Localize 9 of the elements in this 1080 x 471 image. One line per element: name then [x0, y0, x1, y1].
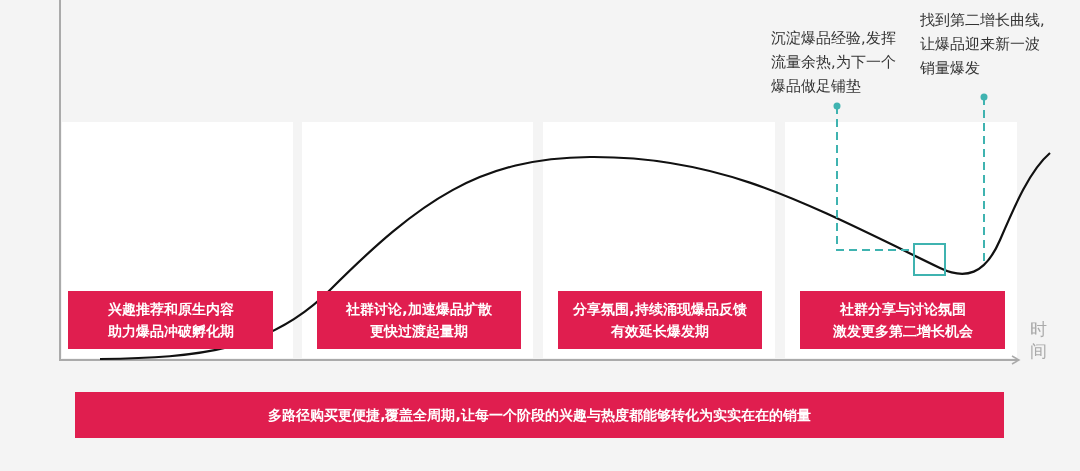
highlight-square [913, 243, 946, 276]
stage-label: 兴趣推荐和原生内容 助力爆品冲破孵化期 [68, 291, 273, 349]
stage-label: 社群讨论,加速爆品扩散 更快过渡起量期 [317, 291, 521, 349]
stage-label: 社群分享与讨论氛围 激发更多第二增长机会 [800, 291, 1005, 349]
axis-label: 时间 [1030, 318, 1048, 362]
annotation-text: 找到第二增长曲线,让爆品迎来新一波销量爆发 [920, 11, 1046, 78]
stage-label: 分享氛围,持续涌现爆品反馈 有效延长爆发期 [558, 291, 762, 349]
annotation-text: 沉淀爆品经验,发挥流量余热,为下一个爆品做足铺垫 [771, 29, 897, 96]
summary-banner: 多路径购买更便捷,覆盖全周期,让每一个阶段的兴趣与热度都能够转化为实实在在的销量 [75, 392, 1004, 438]
